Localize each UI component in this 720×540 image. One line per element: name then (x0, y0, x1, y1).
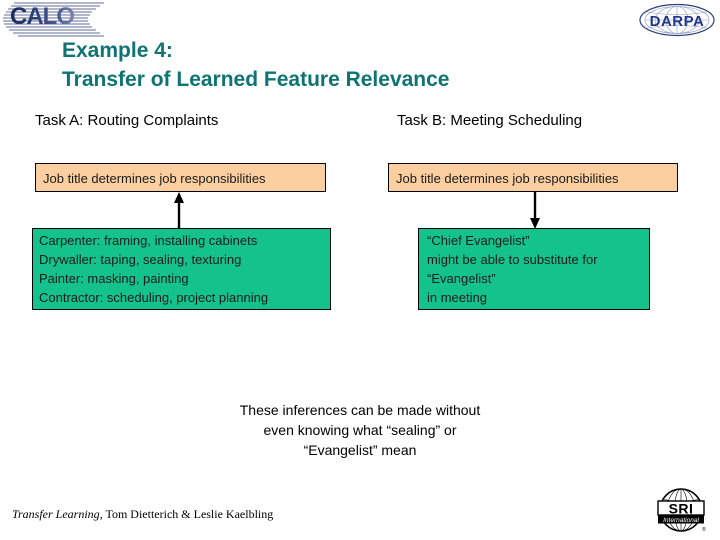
task-b-evidence-line-4: in meeting (427, 290, 487, 305)
calo-logo-text: CALO (10, 3, 75, 30)
task-b-evidence-line-1: “Chief Evangelist” (427, 233, 530, 248)
task-b-evidence-line-3: “Evangelist” (427, 271, 496, 286)
footer-credit-authors: , Tom Dietterich & Leslie Kaelbling (99, 507, 274, 521)
task-a-evidence-line-1: Carpenter: framing, installing cabinets (39, 233, 258, 248)
task-a-evidence-box: Carpenter: framing, installing cabinets … (32, 228, 331, 310)
caption-line-2: even knowing what “sealing” or (263, 422, 457, 438)
footer-credit: Transfer Learning, Tom Dietterich & Lesl… (12, 507, 273, 522)
svg-text:®: ® (702, 526, 706, 533)
svg-text:DARPA: DARPA (650, 13, 705, 30)
task-b-evidence-text: “Chief Evangelist” might be able to subs… (427, 231, 598, 307)
task-a-heading: Task A: Routing Complaints (35, 112, 219, 129)
task-a-evidence-text: Carpenter: framing, installing cabinets … (39, 231, 268, 307)
darpa-logo: DARPA (638, 3, 716, 37)
darpa-logo-graphic: DARPA (639, 3, 715, 37)
svg-text:SRI: SRI (669, 501, 694, 517)
task-a-evidence-line-3: Painter: masking, painting (39, 271, 189, 286)
task-b-arrow-down-icon (530, 192, 540, 229)
caption: These inferences can be made without eve… (160, 400, 560, 460)
task-b-evidence-box: “Chief Evangelist” might be able to subs… (418, 228, 650, 310)
page-title-line-2: Transfer of Learned Feature Relevance (62, 68, 450, 91)
page-title: Example 4: Transfer of Learned Feature R… (62, 36, 662, 94)
task-a-rule-box: Job title determines job responsibilitie… (35, 163, 326, 192)
calo-logo: CALO (0, 0, 112, 40)
caption-line-1: These inferences can be made without (239, 402, 481, 418)
footer-credit-title: Transfer Learning (12, 507, 100, 521)
sri-logo: SRI International ® (652, 488, 712, 535)
page-title-line-1: Example 4: (62, 39, 173, 62)
caption-line-3: “Evangelist” mean (303, 442, 417, 458)
task-b-rule-box: Job title determines job responsibilitie… (388, 163, 678, 192)
task-b-rule-text: Job title determines job responsibilitie… (396, 171, 619, 186)
sri-logo-graphic: SRI International ® (657, 488, 706, 533)
task-a-evidence-line-2: Drywaller: taping, sealing, texturing (39, 252, 242, 267)
task-b-evidence-line-2: might be able to substitute for (427, 252, 598, 267)
task-b-heading: Task B: Meeting Scheduling (397, 112, 583, 129)
svg-text:International: International (663, 517, 699, 524)
task-a-arrow-up-icon (174, 192, 184, 229)
task-a-evidence-line-4: Contractor: scheduling, project planning (39, 290, 269, 305)
task-a-rule-text: Job title determines job responsibilitie… (43, 171, 266, 186)
calo-logo-lines (3, 2, 104, 37)
